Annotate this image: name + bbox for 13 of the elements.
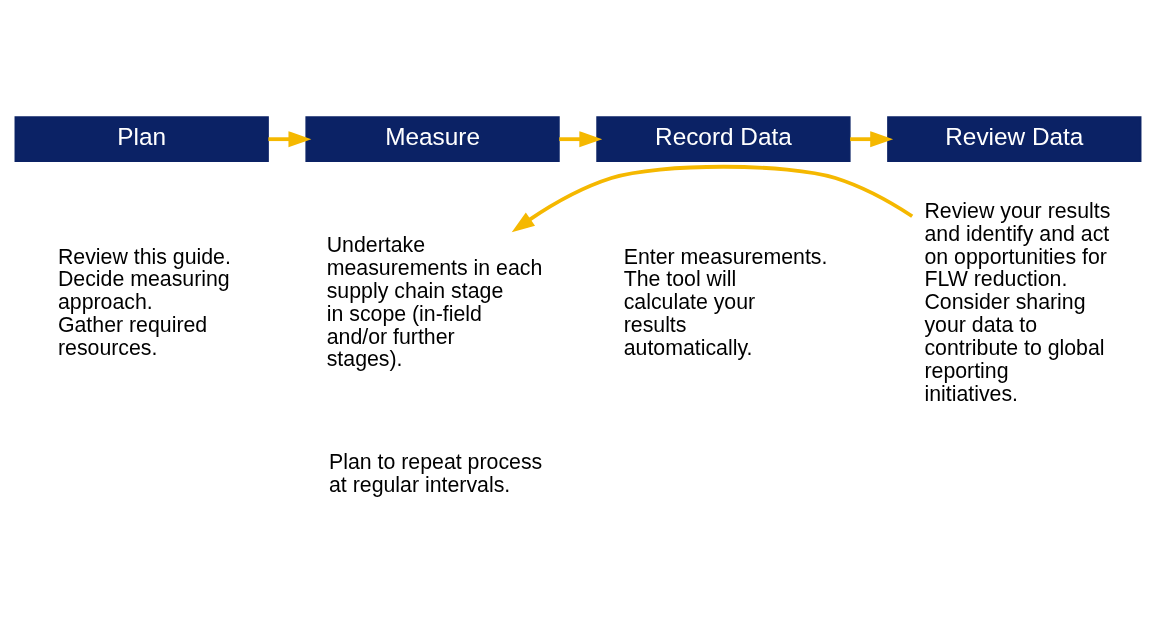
node-text: Enter measurements. The tool will calculate your results automatically. xyxy=(623,244,828,360)
node-box: Plan xyxy=(14,116,269,162)
node-text: Review this guide. Decide measuring approach. Gather required resources. xyxy=(57,244,231,360)
node-box: Record Data xyxy=(596,116,851,162)
node-box: Measure xyxy=(305,116,560,162)
arrow xyxy=(559,131,603,148)
node-text: Undertake measurements in each supply chain stage in scope (in-field and/or further stages). xyxy=(326,233,543,372)
label: Plan to repeat process at regular intervals. xyxy=(329,450,543,498)
arrow xyxy=(268,131,312,148)
node-text: Review your results and identify and act on opportunities for FLW reduction. Consider sharing your data to contribute to global reporting initiatives. xyxy=(924,198,1111,406)
arrow xyxy=(511,164,914,233)
node-box: Review Data xyxy=(887,116,1142,162)
arrow xyxy=(850,131,894,148)
